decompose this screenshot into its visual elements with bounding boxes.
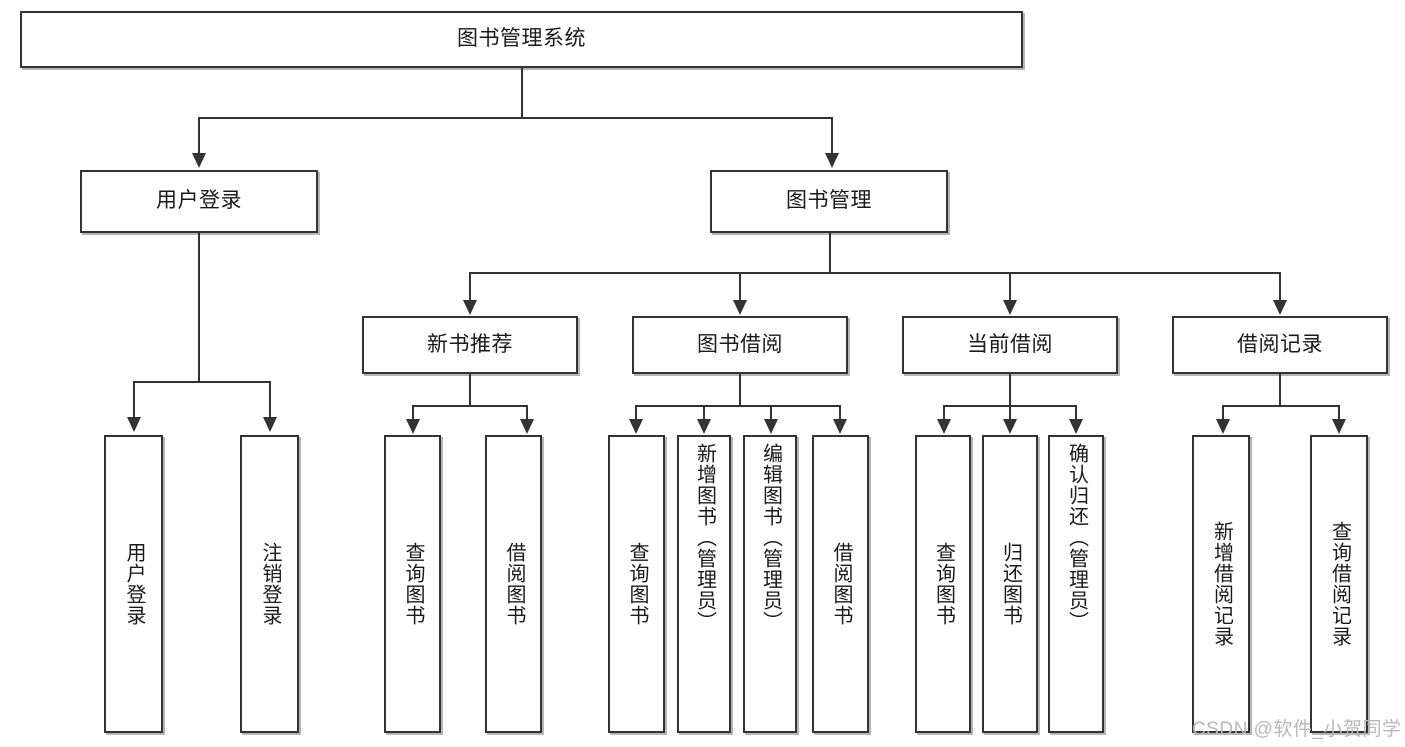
arrowhead-leaf-logout <box>263 417 277 432</box>
node-leaf-borrow-book-1[interactable]: 借阅图书 <box>485 435 542 733</box>
edge-root-to-user-login <box>198 117 200 153</box>
edge-cb-to-leaf-3 <box>1075 405 1077 419</box>
edge-user-login-to-leaf-1 <box>133 381 135 417</box>
edge-root-to-book-management <box>831 117 833 153</box>
node-leaf-edit-book-label: 编辑图书（管理员） <box>759 443 782 632</box>
node-leaf-query-book-1-label: 查询图书 <box>402 542 424 626</box>
node-borrow-record[interactable]: 借阅记录 <box>1172 316 1388 374</box>
edge-user-login-bus <box>133 381 270 383</box>
node-leaf-logout-label: 注销登录 <box>259 542 281 626</box>
arrowhead-leaf-borrow-book-2 <box>833 419 847 434</box>
edge-root-bus <box>198 117 833 119</box>
edge-book-borrow-stem <box>739 374 741 405</box>
edge-book-management-bus <box>469 272 1281 274</box>
arrowhead-book-management <box>825 153 839 168</box>
node-leaf-query-book-2-label: 查询图书 <box>626 542 648 626</box>
node-book-management-label: 图书管理 <box>786 189 872 213</box>
node-root-label: 图书管理系统 <box>457 27 586 51</box>
node-leaf-query-book-2[interactable]: 查询图书 <box>608 435 665 733</box>
edge-borrow-record-stem <box>1279 374 1281 405</box>
node-leaf-confirm-return-label: 确认归还（管理员） <box>1065 443 1088 632</box>
edge-bm-to-current-borrow <box>1009 272 1011 300</box>
node-book-borrow[interactable]: 图书借阅 <box>632 316 848 374</box>
edge-cb-to-leaf-2 <box>1009 405 1011 419</box>
arrowhead-book-borrow <box>733 300 747 315</box>
edge-user-login-stem <box>198 233 200 381</box>
arrowhead-leaf-return-book <box>1003 419 1017 434</box>
arrowhead-leaf-query-book-1 <box>406 419 420 434</box>
node-current-borrow-label: 当前借阅 <box>967 332 1053 356</box>
edge-bb-to-leaf-1 <box>635 405 637 419</box>
node-root[interactable]: 图书管理系统 <box>20 11 1023 68</box>
edge-bm-to-borrow-record <box>1279 272 1281 300</box>
arrowhead-leaf-confirm-return <box>1069 419 1083 434</box>
edge-br-to-leaf-1 <box>1222 405 1224 419</box>
arrowhead-current-borrow <box>1003 300 1017 315</box>
edge-book-management-stem <box>829 233 831 272</box>
arrowhead-leaf-user-login <box>127 417 141 432</box>
node-leaf-user-login-label: 用户登录 <box>123 542 145 626</box>
edge-borrow-record-bus <box>1222 405 1338 407</box>
edge-br-to-leaf-2 <box>1338 405 1340 419</box>
edge-cb-to-leaf-1 <box>943 405 945 419</box>
node-book-borrow-label: 图书借阅 <box>697 332 783 356</box>
arrowhead-leaf-add-book <box>697 419 711 434</box>
node-leaf-confirm-return[interactable]: 确认归还（管理员） <box>1048 435 1104 733</box>
node-leaf-query-book-3[interactable]: 查询图书 <box>915 435 971 733</box>
edge-user-login-to-leaf-2 <box>269 381 271 417</box>
edge-book-borrow-bus <box>635 405 841 407</box>
arrowhead-borrow-record <box>1273 300 1287 315</box>
node-new-book-recommend-label: 新书推荐 <box>427 332 513 356</box>
node-leaf-query-book-3-label: 查询图书 <box>932 542 955 626</box>
node-current-borrow[interactable]: 当前借阅 <box>902 316 1118 374</box>
node-leaf-borrow-book-2[interactable]: 借阅图书 <box>812 435 869 733</box>
node-leaf-user-login[interactable]: 用户登录 <box>104 435 163 733</box>
arrowhead-leaf-query-book-2 <box>629 419 643 434</box>
arrowhead-new-book-recommend <box>463 300 477 315</box>
node-leaf-add-book-label: 新增图书（管理员） <box>693 443 716 632</box>
edge-new-book-stem <box>469 374 471 405</box>
arrowhead-user-login <box>192 153 206 168</box>
node-leaf-borrow-book-2-label: 借阅图书 <box>830 542 852 626</box>
node-leaf-query-book-1[interactable]: 查询图书 <box>384 435 441 733</box>
edge-new-book-to-leaf-2 <box>526 405 528 419</box>
edge-bm-to-book-borrow <box>739 272 741 300</box>
arrowhead-leaf-borrow-book-1 <box>520 419 534 434</box>
node-user-login[interactable]: 用户登录 <box>80 170 318 233</box>
node-leaf-borrow-book-1-label: 借阅图书 <box>503 542 525 626</box>
node-leaf-edit-book[interactable]: 编辑图书（管理员） <box>743 435 797 733</box>
node-leaf-query-record[interactable]: 查询借阅记录 <box>1310 435 1368 733</box>
node-book-management[interactable]: 图书管理 <box>710 170 948 233</box>
edge-new-book-to-leaf-1 <box>412 405 414 419</box>
node-user-login-label: 用户登录 <box>156 189 242 213</box>
edge-bb-to-leaf-4 <box>839 405 841 419</box>
node-leaf-logout[interactable]: 注销登录 <box>240 435 299 733</box>
arrowhead-leaf-add-record <box>1216 419 1230 434</box>
edge-current-borrow-stem <box>1009 374 1011 405</box>
arrowhead-leaf-query-book-3 <box>937 419 951 434</box>
edge-bm-to-new-book <box>469 272 471 300</box>
node-leaf-add-record-label: 新增借阅记录 <box>1210 521 1233 647</box>
node-leaf-return-book[interactable]: 归还图书 <box>982 435 1038 733</box>
edge-new-book-bus <box>412 405 528 407</box>
node-leaf-add-book[interactable]: 新增图书（管理员） <box>677 435 731 733</box>
arrowhead-leaf-query-record <box>1332 419 1346 434</box>
node-borrow-record-label: 借阅记录 <box>1237 332 1323 356</box>
arrowhead-leaf-edit-book <box>764 419 778 434</box>
node-leaf-return-book-label: 归还图书 <box>999 542 1022 626</box>
node-new-book-recommend[interactable]: 新书推荐 <box>362 316 578 374</box>
node-leaf-add-record[interactable]: 新增借阅记录 <box>1192 435 1250 733</box>
node-leaf-query-record-label: 查询借阅记录 <box>1328 521 1351 647</box>
edge-root-stem <box>521 68 523 117</box>
edge-bb-to-leaf-3 <box>770 405 772 419</box>
edge-bb-to-leaf-2 <box>703 405 705 419</box>
